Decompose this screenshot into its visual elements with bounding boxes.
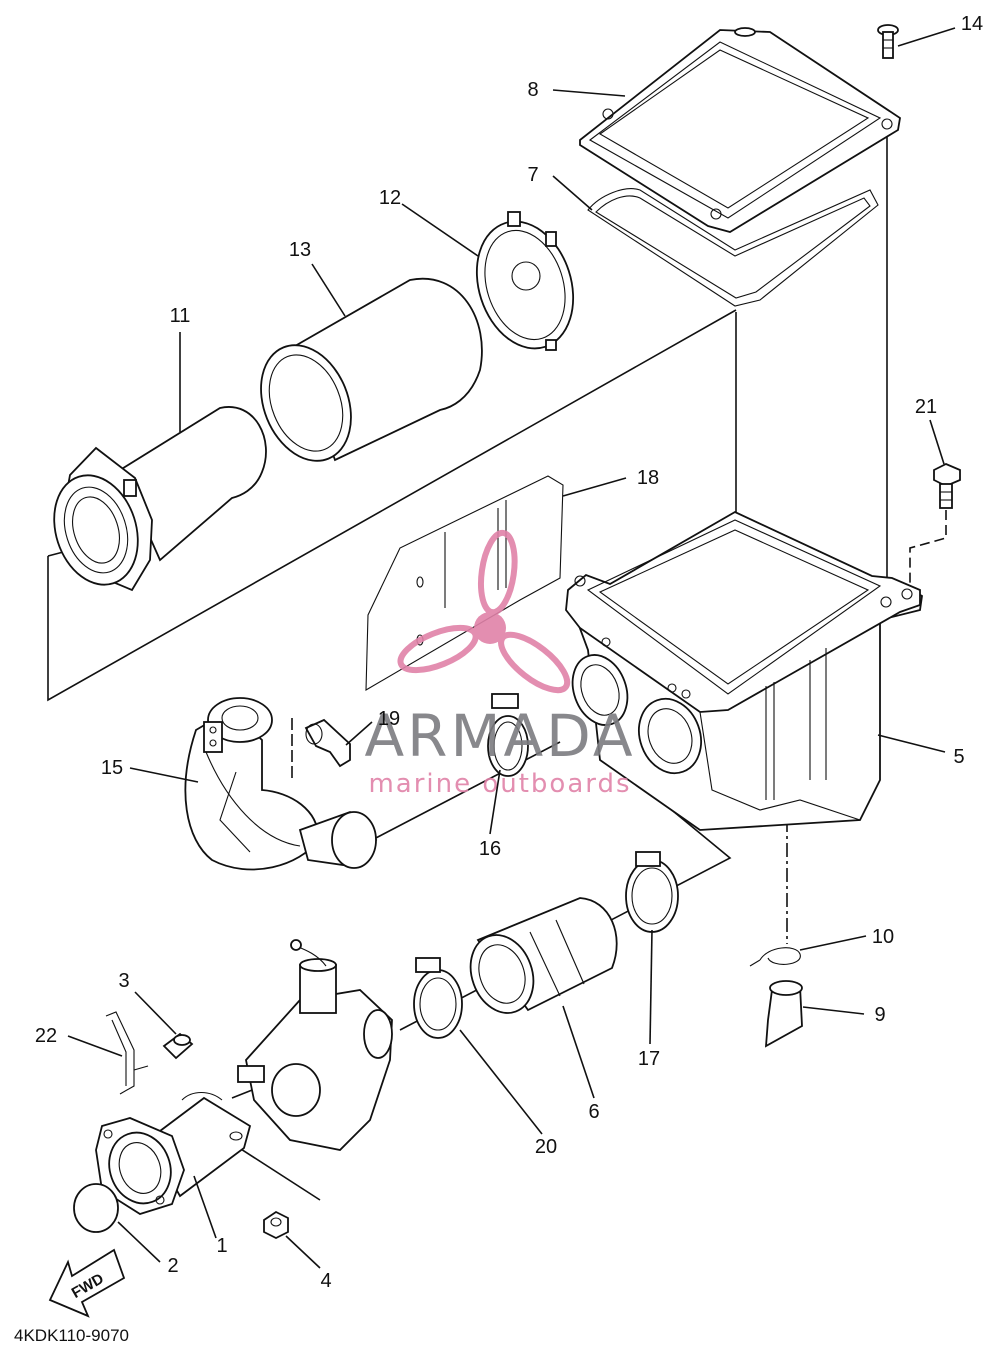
watermark: ARMADA marine outboards	[364, 529, 635, 799]
callout-19: 19	[378, 708, 400, 730]
callout-15: 15	[101, 757, 123, 779]
seal-plate	[365, 475, 564, 691]
forward-arrow-icon: FWD	[48, 1248, 126, 1318]
callout-7: 7	[527, 164, 538, 186]
carburetor-joint	[469, 897, 618, 1014]
cover-gasket	[587, 188, 879, 307]
callout-3: 3	[118, 970, 129, 992]
callout-2: 2	[167, 1255, 178, 1277]
clamp-20	[413, 957, 463, 1039]
carburetor	[237, 939, 393, 1151]
flange-nut	[263, 1210, 289, 1240]
propeller-icon	[397, 529, 571, 694]
fitting-19	[304, 718, 351, 768]
callout-9: 9	[874, 1004, 885, 1026]
callout-10: 10	[872, 926, 894, 948]
diagram-part-code: 4KDK110-9070	[14, 1326, 129, 1345]
callout-6: 6	[588, 1101, 599, 1123]
callout-1: 1	[216, 1235, 227, 1257]
bolt-21	[933, 463, 961, 509]
o-ring	[73, 1183, 119, 1233]
callout-17: 17	[638, 1048, 660, 1070]
watermark-brand: ARMADA	[364, 702, 635, 770]
intake-manifold	[95, 1091, 252, 1215]
clamp-16	[487, 693, 529, 777]
callout-leaders	[67, 27, 956, 1269]
callout-11: 11	[170, 305, 191, 327]
callout-4: 4	[320, 1270, 331, 1292]
air-box-cover	[579, 27, 901, 233]
drain-clip	[749, 947, 801, 967]
foam-element	[260, 277, 483, 462]
air-box	[565, 510, 923, 831]
callout-12: 12	[379, 187, 401, 209]
element-cap	[475, 211, 575, 351]
callout-22: 22	[35, 1025, 57, 1047]
breather-hose	[184, 697, 378, 871]
screw-3	[162, 1032, 194, 1060]
callout-13: 13	[289, 239, 311, 261]
callout-21: 21	[915, 396, 937, 418]
callout-20: 20	[535, 1136, 557, 1158]
element-guide	[53, 406, 267, 592]
screw-14	[877, 24, 899, 59]
callout-16: 16	[479, 838, 501, 860]
callout-labels: 14 8 7 12 13 11 18 21 5 15 19 16 10 9 17…	[35, 13, 983, 1292]
callout-8: 8	[527, 79, 538, 101]
callout-5: 5	[953, 746, 964, 768]
clamp-17	[625, 851, 679, 933]
callout-14: 14	[961, 13, 983, 35]
hose-clip	[105, 1011, 149, 1095]
drain-plug	[764, 980, 803, 1048]
callout-18: 18	[637, 467, 659, 489]
